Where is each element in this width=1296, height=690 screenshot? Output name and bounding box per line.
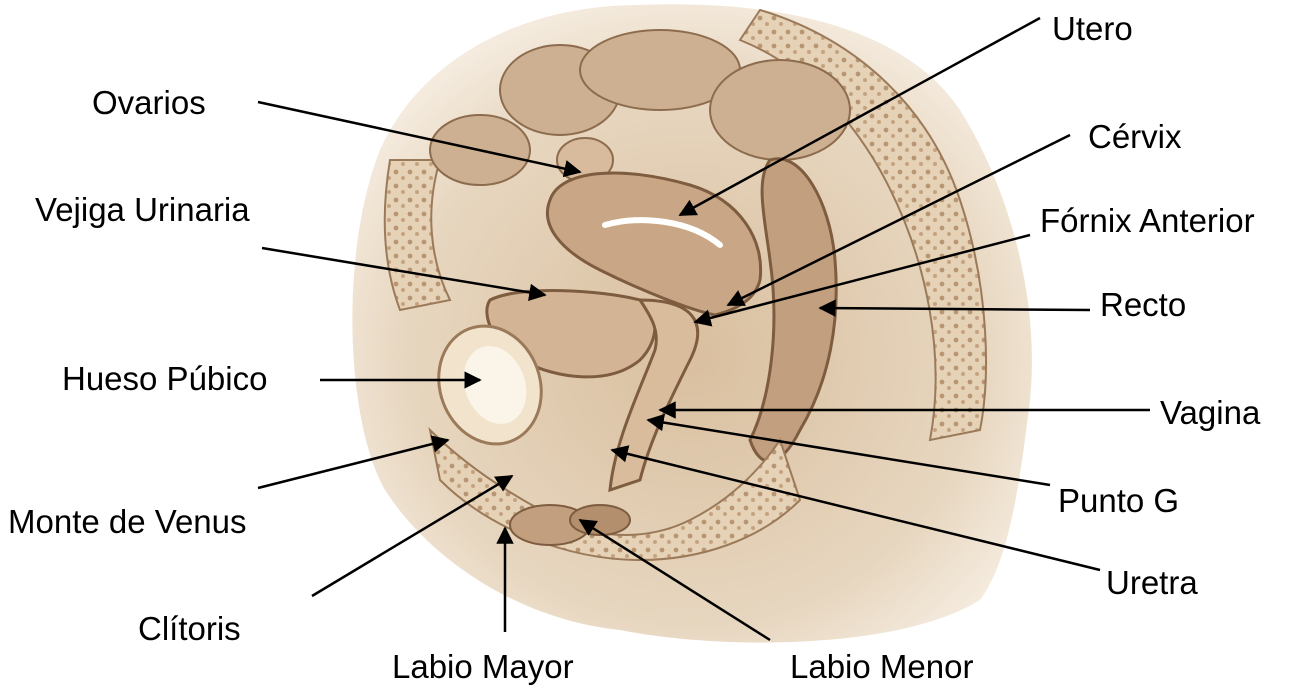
label-vagina: Vagina	[1160, 396, 1260, 429]
label-ovarios: Ovarios	[92, 86, 206, 119]
label-labio-mayor: Labio Mayor	[392, 650, 574, 683]
label-vejiga: Vejiga Urinaria	[35, 193, 250, 226]
label-uretra: Uretra	[1106, 566, 1198, 599]
label-hueso-pubico: Hueso Púbico	[62, 362, 267, 395]
label-recto: Recto	[1100, 288, 1186, 321]
label-cervix: Cérvix	[1088, 120, 1182, 153]
label-clitoris: Clítoris	[138, 612, 241, 645]
label-utero: Utero	[1052, 12, 1133, 45]
label-fornix: Fórnix Anterior	[1040, 204, 1255, 237]
label-monte-venus: Monte de Venus	[8, 505, 247, 538]
label-labio-menor: Labio Menor	[790, 650, 973, 683]
label-punto-g: Punto G	[1058, 484, 1179, 517]
